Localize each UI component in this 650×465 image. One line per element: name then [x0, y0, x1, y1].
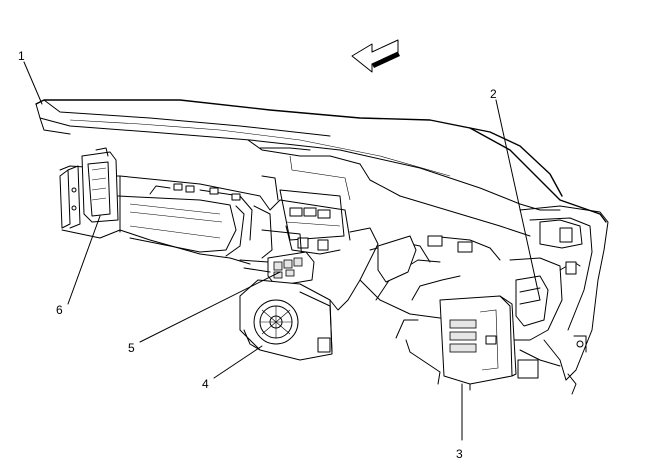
leader-line-2 — [495, 99, 541, 301]
callout-2: 2 — [490, 87, 497, 101]
leader-line-4 — [213, 345, 263, 379]
component-3-control-module — [439, 295, 517, 391]
left-side-bracket — [59, 165, 81, 229]
upper-trim-right-end — [469, 127, 563, 211]
leader-line-5 — [139, 271, 281, 343]
leader-line-1 — [23, 61, 43, 105]
leader-lines — [23, 61, 541, 441]
component-4-blower-unit — [239, 279, 333, 361]
component-6-left-bracket — [81, 147, 119, 223]
callout-6: 6 — [56, 303, 63, 317]
callout-5: 5 — [128, 341, 135, 355]
component-2-right-support — [509, 205, 609, 395]
component-5-connector-block — [239, 251, 315, 287]
callout-3: 3 — [456, 447, 463, 461]
instrument-panel-upper-trim — [35, 99, 607, 237]
forward-arrow-icon — [351, 39, 400, 73]
right-center-duct — [329, 227, 501, 385]
callout-4: 4 — [202, 377, 209, 391]
instrument-panel-carrier — [59, 165, 351, 265]
leader-line-6 — [67, 215, 101, 305]
callout-1: 1 — [18, 49, 25, 63]
